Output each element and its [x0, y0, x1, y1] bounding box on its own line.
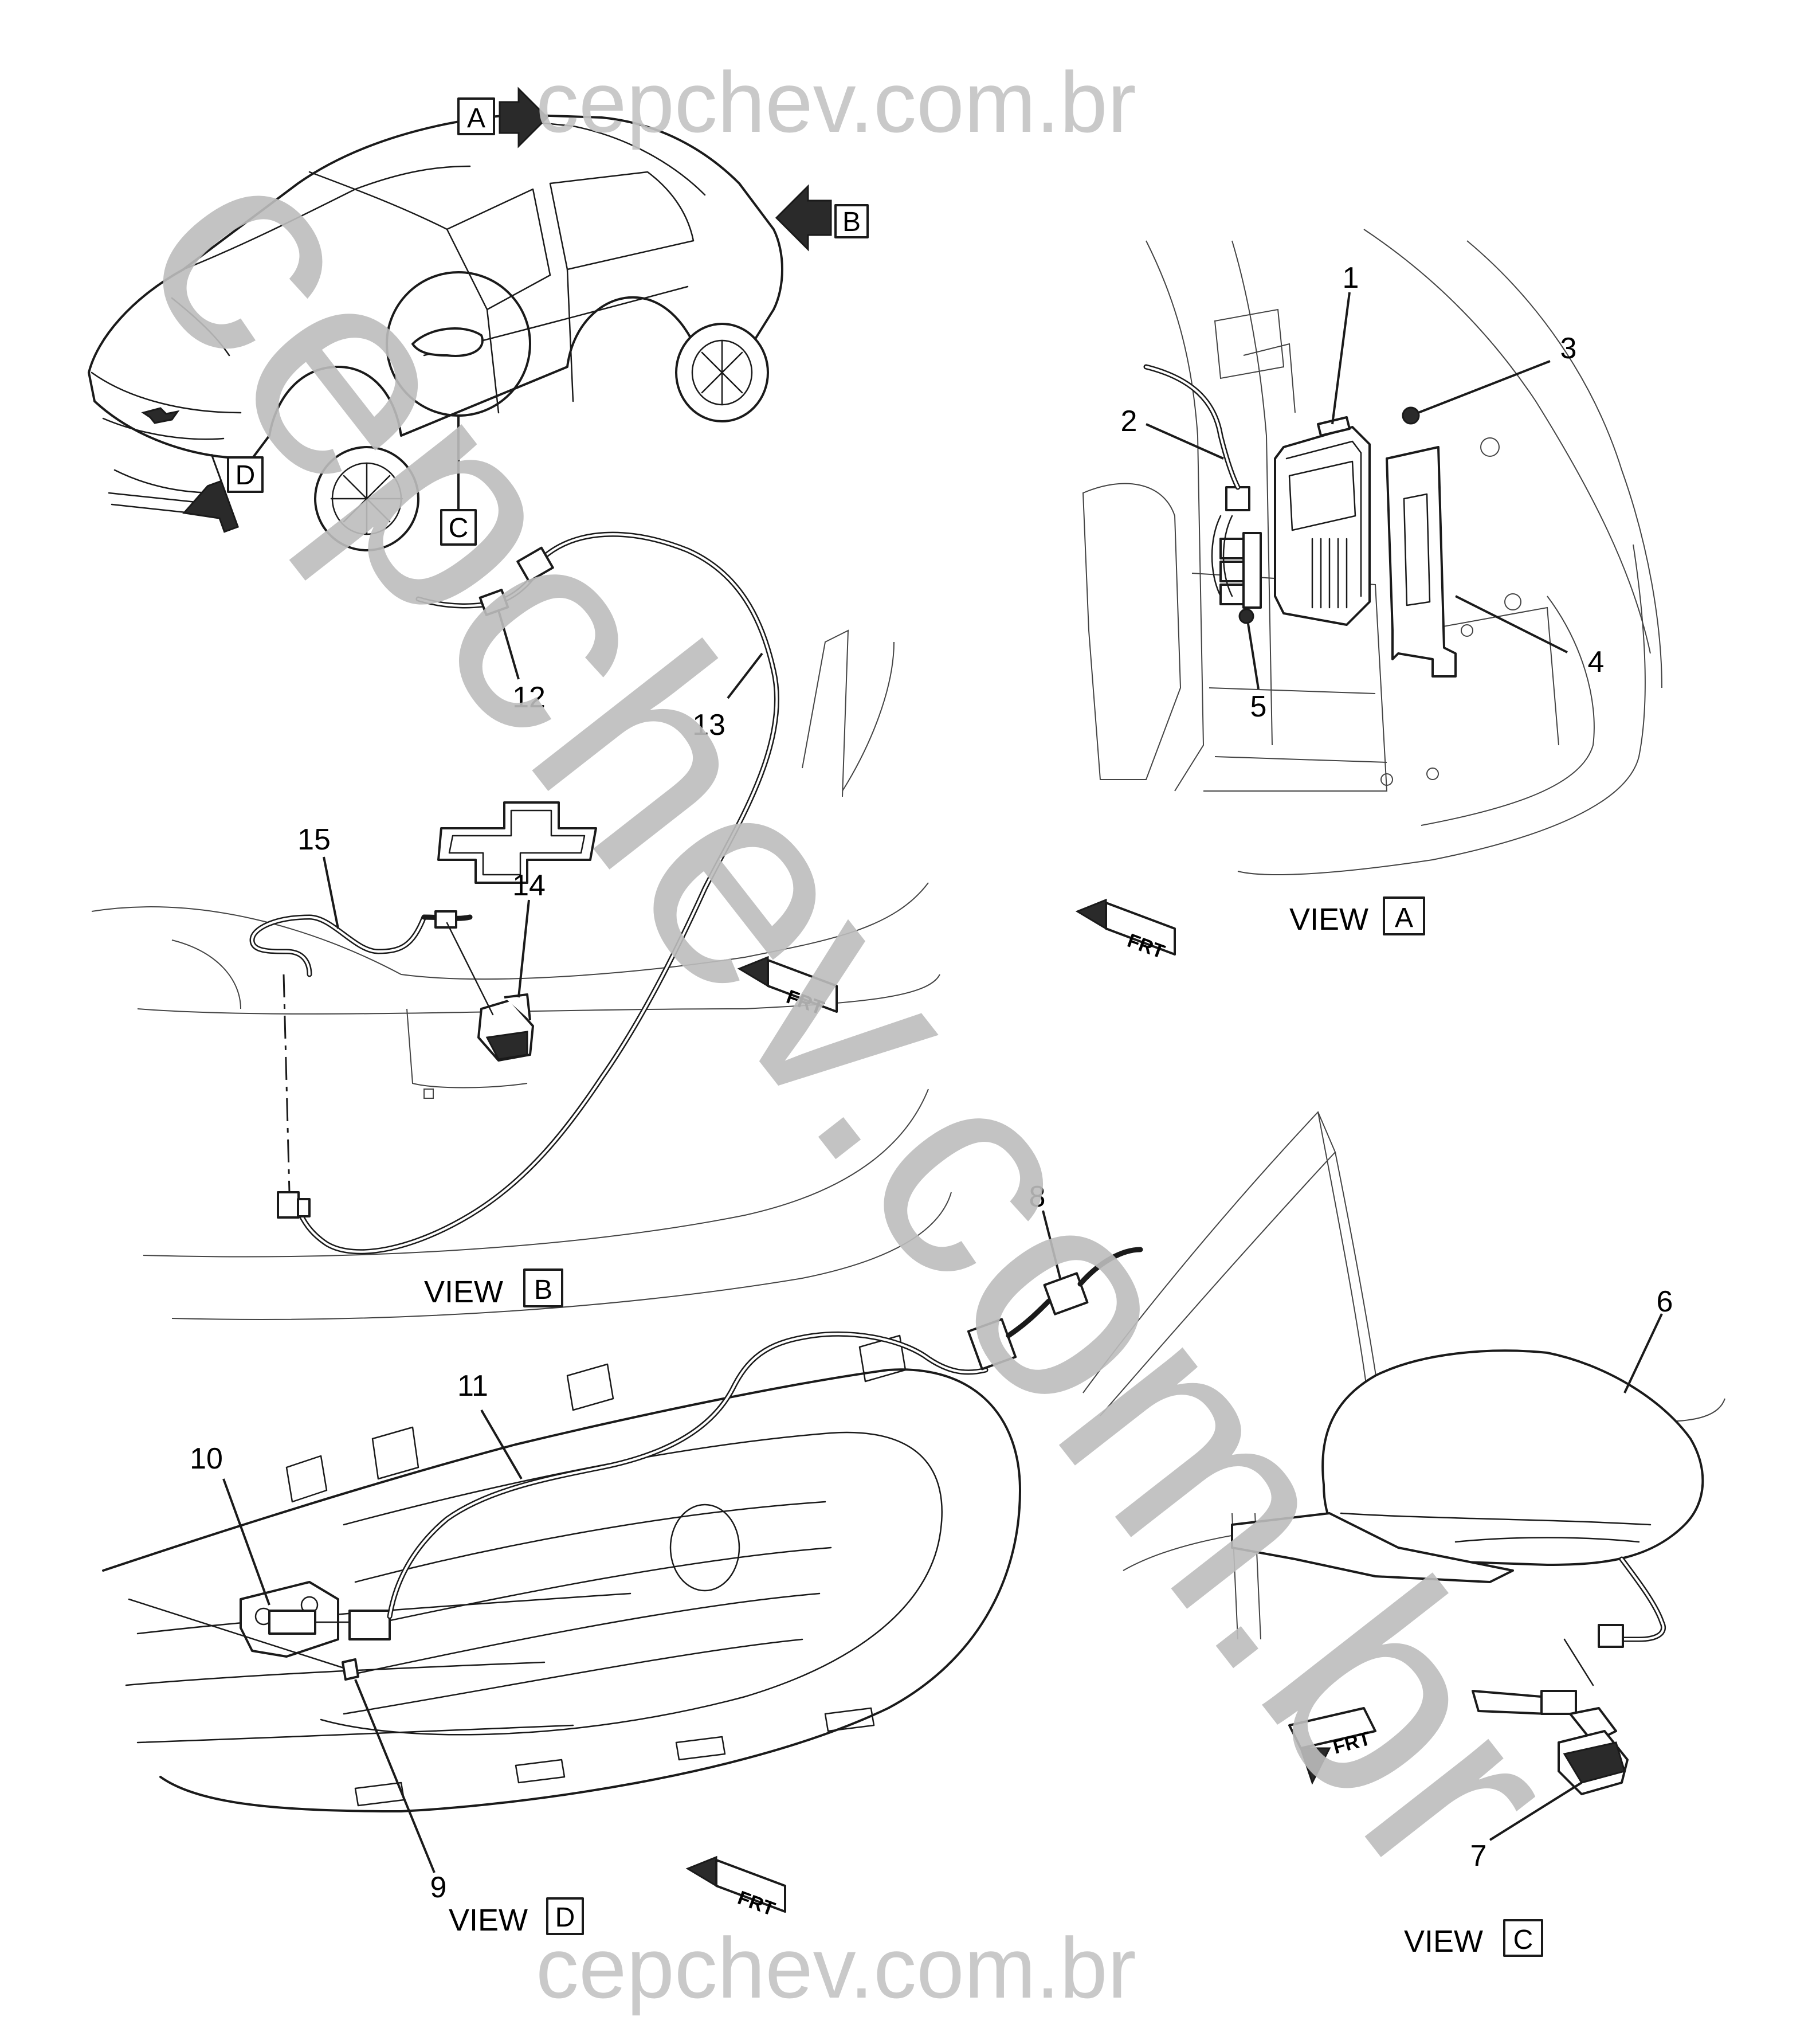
view-b-drawing	[91, 531, 952, 1320]
view-b-label: VIEW B	[424, 1268, 563, 1309]
callout-14: 14	[512, 869, 546, 902]
svg-text:VIEW: VIEW	[1404, 1924, 1483, 1959]
view-a-label: VIEW A	[1289, 896, 1425, 937]
callout-2: 2	[1121, 405, 1138, 438]
view-marker-a: A	[457, 87, 549, 148]
watermark-bottom: cepchev.com.br	[536, 1920, 1136, 2016]
svg-text:C: C	[449, 513, 469, 543]
frt-arrow-c: FRT	[1288, 1707, 1376, 1785]
view-d-drawing	[102, 1247, 1143, 1812]
callout-6: 6	[1657, 1285, 1673, 1318]
watermark-diagonal: cepchev.com.br	[80, 92, 1625, 1939]
view-c-callouts: 6 7	[1470, 1285, 1673, 1873]
frt-arrow-d: FRT	[685, 1855, 786, 1920]
svg-text:A: A	[467, 103, 485, 134]
callout-11: 11	[457, 1369, 488, 1403]
view-marker-d: D	[182, 453, 264, 533]
svg-text:B: B	[842, 207, 861, 237]
callout-7: 7	[1470, 1839, 1487, 1873]
watermark: cepchev.com.br cepchev.com.br cepchev.co…	[80, 54, 1625, 2016]
svg-text:VIEW: VIEW	[449, 1903, 528, 1937]
svg-text:D: D	[555, 1902, 575, 1933]
watermark-top: cepchev.com.br	[536, 54, 1136, 150]
svg-text:A: A	[1395, 903, 1413, 933]
svg-text:VIEW: VIEW	[1289, 902, 1368, 937]
view-c-drawing	[1082, 1111, 1725, 1795]
svg-text:D: D	[236, 460, 256, 491]
callout-10: 10	[190, 1442, 223, 1475]
view-c-label: VIEW C	[1404, 1919, 1543, 1959]
frt-arrow-a: FRT	[1075, 898, 1176, 963]
view-marker-b: B	[775, 184, 869, 252]
view-d-callouts: 9 10 11 8	[190, 1180, 1061, 1904]
callout-5: 5	[1250, 690, 1267, 723]
view-a-drawing	[1082, 229, 1662, 875]
vehicle-overview	[88, 113, 783, 551]
view-marker-c: C	[440, 509, 477, 546]
view-b-callouts: 12 13 14 15	[297, 610, 763, 998]
callout-1: 1	[1343, 261, 1359, 295]
svg-text:C: C	[1513, 1925, 1533, 1955]
callout-9: 9	[430, 1871, 447, 1904]
callout-12: 12	[512, 681, 546, 714]
callout-15: 15	[297, 823, 331, 856]
callout-4: 4	[1588, 645, 1605, 679]
view-a-callouts: 1 2 3 4 5	[1121, 261, 1605, 723]
callout-3: 3	[1560, 332, 1577, 365]
svg-text:B: B	[534, 1275, 552, 1305]
svg-text:VIEW: VIEW	[424, 1275, 503, 1309]
callout-13: 13	[692, 708, 725, 742]
view-d-label: VIEW D	[449, 1897, 584, 1937]
callout-8: 8	[1029, 1180, 1046, 1213]
